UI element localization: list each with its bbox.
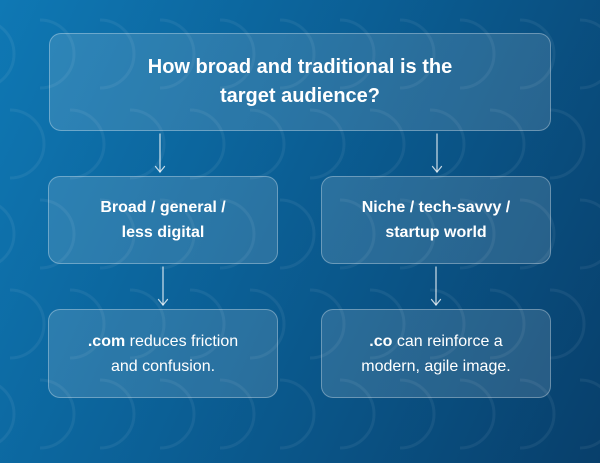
option-broad-line-2: less digital bbox=[121, 224, 205, 241]
result-com-line-1: .com reduces friction bbox=[88, 329, 238, 354]
result-com-line-2: and confusion. bbox=[110, 357, 216, 375]
arrow-left-option-to-left-result bbox=[157, 266, 169, 306]
arrow-right-option-to-right-result bbox=[430, 266, 442, 306]
result-com-text: reduces friction bbox=[125, 332, 239, 350]
option-box-broad: Broad / general / less digital bbox=[48, 176, 278, 264]
option-broad-line-1: Broad / general / bbox=[100, 199, 226, 216]
question-line-1: How broad and traditional is the bbox=[147, 56, 453, 78]
question-box: How broad and traditional is the target … bbox=[49, 33, 551, 131]
result-co-text: can reinforce a bbox=[392, 332, 503, 350]
option-niche-line-2: startup world bbox=[385, 224, 487, 241]
result-box-co: .co can reinforce a modern, agile image. bbox=[321, 309, 551, 398]
result-co-line-1: .co can reinforce a bbox=[369, 329, 502, 354]
option-box-niche: Niche / tech-savvy / startup world bbox=[321, 176, 551, 264]
domain-co: .co bbox=[369, 332, 393, 350]
arrow-question-to-right-option bbox=[431, 133, 443, 173]
result-box-com: .com reduces friction and confusion. bbox=[48, 309, 278, 398]
arrow-question-to-left-option bbox=[154, 133, 166, 173]
result-co-line-2: modern, agile image. bbox=[361, 357, 511, 375]
domain-com: .com bbox=[87, 332, 126, 350]
option-niche-line-1: Niche / tech-savvy / bbox=[361, 199, 511, 216]
question-line-2: target audience? bbox=[219, 85, 381, 107]
